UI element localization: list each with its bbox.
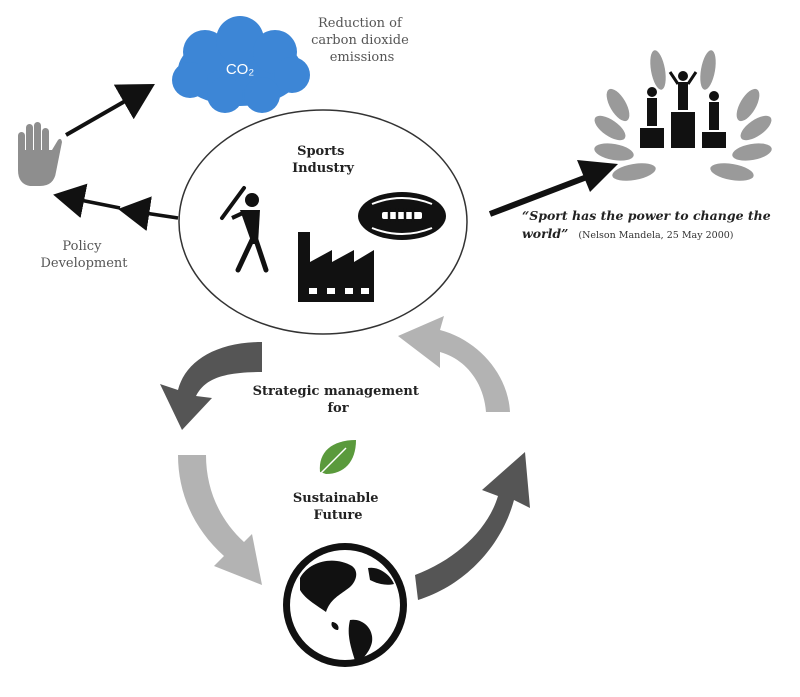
sustainable-line-1: Sustainable — [293, 491, 379, 506]
cycle-arrow-right — [398, 316, 510, 412]
co2-label: CO₂ — [226, 61, 255, 78]
factory-icon — [298, 232, 374, 302]
cycle-arrow-left — [178, 455, 262, 585]
strategic-line-1: Strategic management — [253, 384, 419, 399]
sports-industry-ellipse — [178, 109, 468, 335]
policy-caption: Policy Development — [40, 239, 128, 271]
sports-line-2: Industry — [292, 161, 354, 176]
strategic-line-2: for — [327, 401, 348, 416]
sustainable-caption: Sustainable Future — [293, 491, 383, 523]
reduction-line-1: Reduction of — [318, 16, 403, 31]
quote-line-1: “Sport has the power to change the — [522, 208, 771, 223]
hand-icon — [18, 122, 62, 186]
arrow-to-podium-head — [577, 160, 618, 192]
co2-cloud-icon — [172, 16, 310, 113]
arrow-to-podium — [488, 169, 602, 217]
reduction-line-3: emissions — [330, 50, 395, 65]
quote-text: “Sport has the power to change the world… — [522, 208, 775, 241]
globe-icon — [283, 543, 407, 667]
quote-line-2: world” — [522, 226, 568, 241]
policy-line-2: Development — [40, 256, 128, 271]
arrow-to-policy-2 — [53, 183, 121, 218]
baseball-batter-icon — [220, 186, 269, 273]
strategic-caption: Strategic management for — [253, 384, 424, 416]
policy-line-1: Policy — [62, 239, 102, 254]
football-icon — [358, 192, 446, 240]
cycle-arrow-bottom-right — [415, 452, 530, 600]
arrow-to-policy-1 — [118, 196, 179, 231]
podium-laurel-icon — [594, 50, 772, 181]
arrow-to-cloud — [65, 84, 155, 137]
cycle-arrow-top-left — [160, 342, 262, 430]
reduction-line-2: carbon dioxide — [311, 33, 409, 48]
sports-line-1: Sports — [297, 144, 344, 159]
leaf-icon — [319, 440, 356, 475]
sustainable-line-2: Future — [313, 508, 362, 523]
sports-industry-caption: Sports Industry — [292, 144, 354, 176]
reduction-caption: Reduction of carbon dioxide emissions — [311, 16, 413, 65]
quote-attribution: (Nelson Mandela, 25 May 2000) — [578, 230, 733, 241]
